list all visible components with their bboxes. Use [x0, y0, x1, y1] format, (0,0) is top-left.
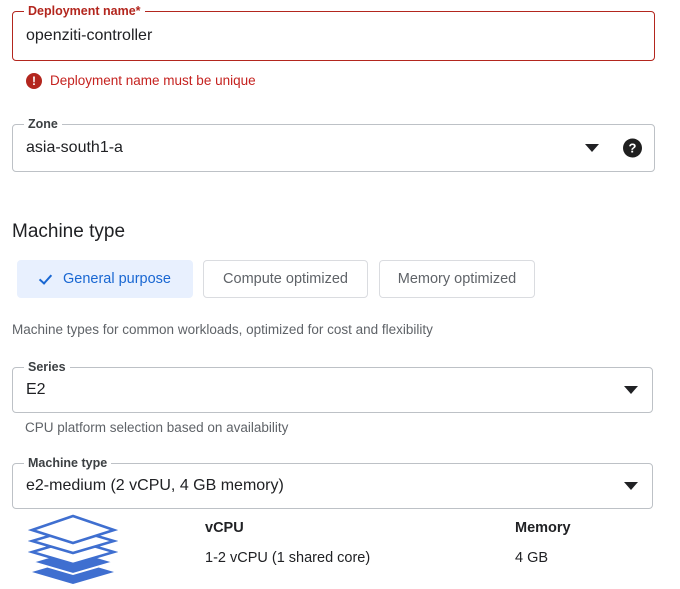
deployment-name-field[interactable]: Deployment name* openziti-controller [12, 4, 655, 61]
deployment-name-input[interactable]: openziti-controller [26, 27, 153, 44]
chip-compute-optimized[interactable]: Compute optimized [203, 260, 368, 298]
machine-type-description: Machine types for common workloads, opti… [12, 322, 433, 337]
chip-memory-optimized-label: Memory optimized [397, 271, 517, 287]
zone-value: asia-south1-a [26, 139, 123, 156]
deployment-name-label: Deployment name* [24, 4, 145, 19]
deployment-name-error: ! Deployment name must be unique [26, 73, 256, 89]
machine-type-value: e2-medium (2 vCPU, 4 GB memory) [26, 477, 284, 494]
chevron-down-icon[interactable] [585, 144, 599, 152]
zone-select[interactable]: Zone asia-south1-a ? [12, 117, 655, 172]
help-question-icon[interactable]: ? [623, 138, 642, 158]
series-helper-text: CPU platform selection based on availabi… [25, 420, 289, 435]
series-value: E2 [26, 381, 46, 398]
series-label: Series [24, 360, 70, 375]
machine-type-select[interactable]: Machine type e2-medium (2 vCPU, 4 GB mem… [12, 456, 653, 509]
check-icon [39, 272, 54, 287]
spec-header-memory: Memory [515, 520, 571, 536]
error-message-text: Deployment name must be unique [50, 73, 256, 88]
chip-general-purpose[interactable]: General purpose [17, 260, 193, 298]
series-select[interactable]: Series E2 [12, 360, 653, 413]
stacked-layers-icon [27, 512, 119, 589]
chip-compute-optimized-label: Compute optimized [223, 271, 348, 287]
spec-header-vcpu: vCPU [205, 520, 244, 536]
required-marker: * [135, 4, 141, 18]
chip-general-purpose-label: General purpose [62, 271, 171, 287]
spec-value-vcpu: 1-2 vCPU (1 shared core) [205, 550, 371, 566]
chip-memory-optimized[interactable]: Memory optimized [379, 260, 535, 298]
deployment-name-label-text: Deployment name [28, 4, 136, 18]
chevron-down-icon[interactable] [624, 482, 638, 490]
zone-label: Zone [24, 117, 62, 132]
chevron-down-icon[interactable] [624, 386, 638, 394]
machine-type-section-title: Machine type [12, 221, 126, 242]
machine-type-label: Machine type [24, 456, 112, 471]
error-exclamation-icon: ! [26, 73, 42, 89]
spec-value-memory: 4 GB [515, 550, 549, 566]
